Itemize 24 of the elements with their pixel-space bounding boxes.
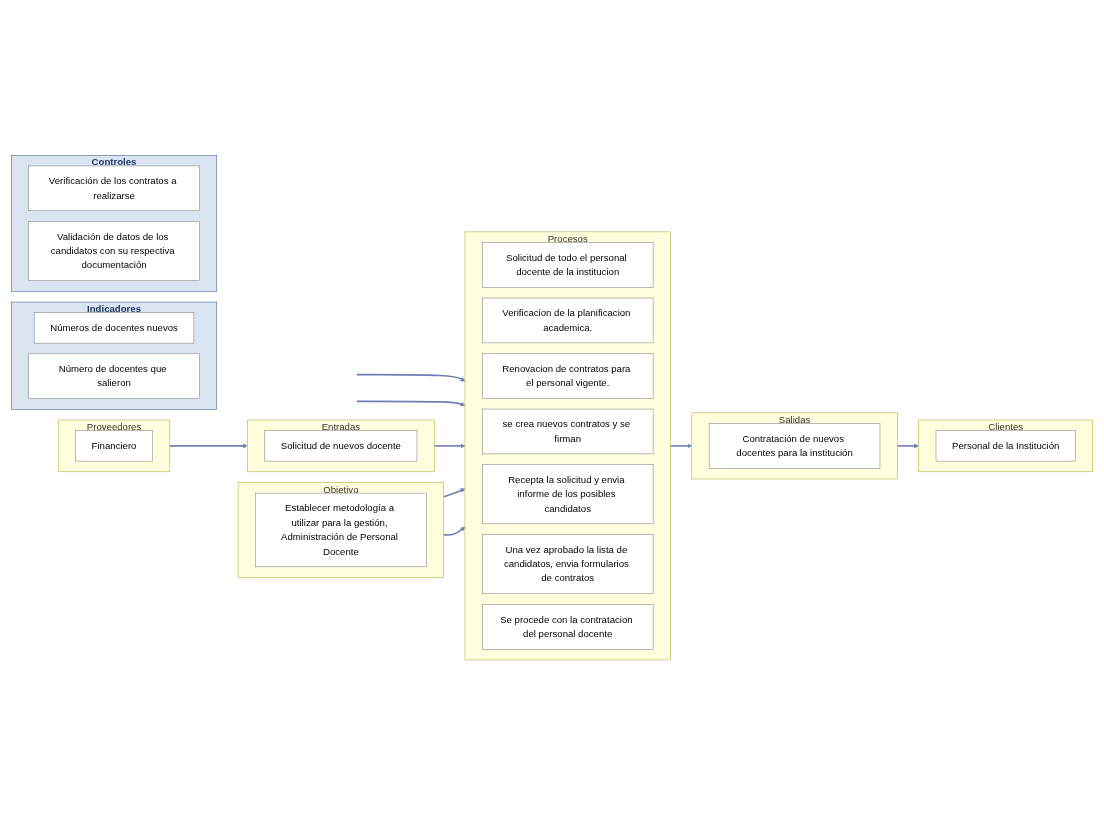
node-box: Número de docentes que salieron xyxy=(28,353,200,400)
arrow xyxy=(896,443,919,449)
node-box: se crea nuevos contratos y se firman xyxy=(482,409,654,455)
node-box: Recepta la solicitud y envia informe de los posibles candidatos xyxy=(482,464,654,525)
arrow xyxy=(356,400,466,407)
arrow xyxy=(433,443,466,449)
node-box: Verificacion de la planificacion academica. xyxy=(482,298,654,344)
arrow xyxy=(356,374,466,382)
node-box: Establecer metodología a utilizar para la gestión, Administración de Personal Docente xyxy=(255,493,427,568)
node-box: Financiero xyxy=(75,430,153,462)
node-box: Números de docentes nuevos xyxy=(33,312,195,344)
node-box: Verificación de los contratos a realizarse xyxy=(28,166,200,212)
arrow xyxy=(169,443,248,449)
node-box: Contratación de nuevos docentes para la institución xyxy=(708,423,881,469)
arrow xyxy=(442,527,466,537)
arrow xyxy=(669,443,692,449)
node-box: Solicitud de todo el personal docente de la institucion xyxy=(482,242,654,289)
node-box: Personal de la Institución xyxy=(935,430,1076,462)
node-box: Una vez aprobado la lista de candidatos, envia formularios de contratos xyxy=(482,534,654,595)
node-box: Validación de datos de los candidatos con su respectiva documentación xyxy=(28,221,200,282)
node-box: Renovacion de contratos para el personal vigente. xyxy=(482,353,654,400)
node-box: Se procede con la contratacion del personal docente xyxy=(482,604,654,650)
node-box: Solicitud de nuevos docente xyxy=(264,430,418,462)
arrow xyxy=(442,488,466,498)
